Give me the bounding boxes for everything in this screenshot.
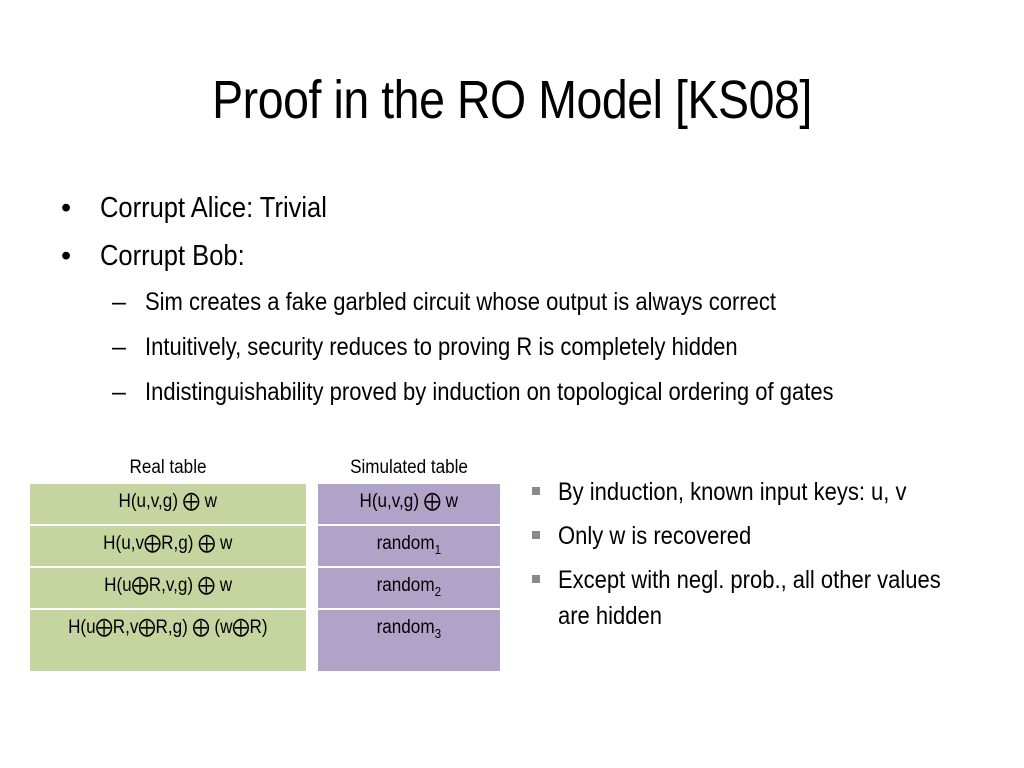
table-row: H(u⨁R,v⨁R,g) ⨁ (w⨁R) [30,608,306,673]
bullet-text: Corrupt Bob: [100,240,245,272]
side-bullet-list: By induction, known input keys: u, v Onl… [530,474,1000,642]
cell-text: random3 [376,617,442,641]
table-cell: H(u,v,g) ⨁ w [318,482,500,526]
sub-bullet-sim: – Sim creates a fake garbled circuit who… [58,282,998,327]
table-cell: H(u⨁R,v⨁R,g) ⨁ (w⨁R) [30,608,306,673]
side-bullet-only-w: Only w is recovered [530,518,1000,554]
side-bullet-text: Except with negl. prob., all other value… [558,566,941,630]
bullet-corrupt-bob: • Corrupt Bob: [58,234,998,282]
table-row: H(u⨁R,v,g) ⨁ w [30,566,306,610]
simulated-table-caption: Simulated table [350,457,468,478]
sub-bullet-text: Indistinguishability proved by induction… [145,378,834,406]
slide-title: Proof in the RO Model [KS08] [212,70,812,130]
cell-text: H(u,v⨁R,g) ⨁ w [103,533,233,554]
table-cell: H(u⨁R,v,g) ⨁ w [30,566,306,610]
cell-text: H(u,v,g) ⨁ w [359,491,459,512]
bullet-corrupt-alice: • Corrupt Alice: Trivial [58,186,998,234]
square-bullet-icon [532,575,540,583]
square-bullet-icon [532,487,540,495]
table-cell: random2 [318,566,500,610]
side-bullet-text: Only w is recovered [558,522,752,550]
sub-bullet-text: Sim creates a fake garbled circuit whose… [145,288,776,316]
side-bullet-text: By induction, known input keys: u, v [558,478,907,506]
cell-text: H(u⨁R,v⨁R,g) ⨁ (w⨁R) [68,617,268,638]
bullet-marker: • [61,192,72,224]
real-table-caption: Real table [129,457,207,478]
real-table: H(u,v,g) ⨁ w H(u,v⨁R,g) ⨁ w H(u⨁R,v,g) ⨁… [30,482,306,673]
dash-marker: – [112,288,126,316]
sub-bullet-indistinguishability: – Indistinguishability proved by inducti… [58,372,998,417]
cell-text: random2 [376,575,442,599]
bullet-text: Corrupt Alice: Trivial [100,192,327,224]
dash-marker: – [112,378,126,406]
table-row: random1 [318,524,500,568]
cell-text: H(u,v,g) ⨁ w [118,491,218,512]
table-cell: random3 [318,608,500,673]
bullet-marker: • [61,240,72,272]
simulated-table: H(u,v,g) ⨁ w random1 random2 random3 [318,482,500,673]
table-row: H(u,v⨁R,g) ⨁ w [30,524,306,568]
side-bullet-induction: By induction, known input keys: u, v [530,474,1000,510]
table-row: H(u,v,g) ⨁ w [318,482,500,526]
sub-bullet-text: Intuitively, security reduces to proving… [145,333,738,361]
cell-text: H(u⨁R,v,g) ⨁ w [104,575,232,596]
side-bullet-except: Except with negl. prob., all other value… [530,562,1000,634]
dash-marker: – [112,333,126,361]
main-bullet-list: • Corrupt Alice: Trivial • Corrupt Bob: … [58,186,998,417]
cell-text: random1 [376,533,442,557]
table-row: random3 [318,608,500,673]
table-cell: H(u,v,g) ⨁ w [30,482,306,526]
table-cell: random1 [318,524,500,568]
table-row: random2 [318,566,500,610]
table-cell: H(u,v⨁R,g) ⨁ w [30,524,306,568]
sub-bullet-intuitively: – Intuitively, security reduces to provi… [58,327,998,372]
table-row: H(u,v,g) ⨁ w [30,482,306,526]
square-bullet-icon [532,531,540,539]
